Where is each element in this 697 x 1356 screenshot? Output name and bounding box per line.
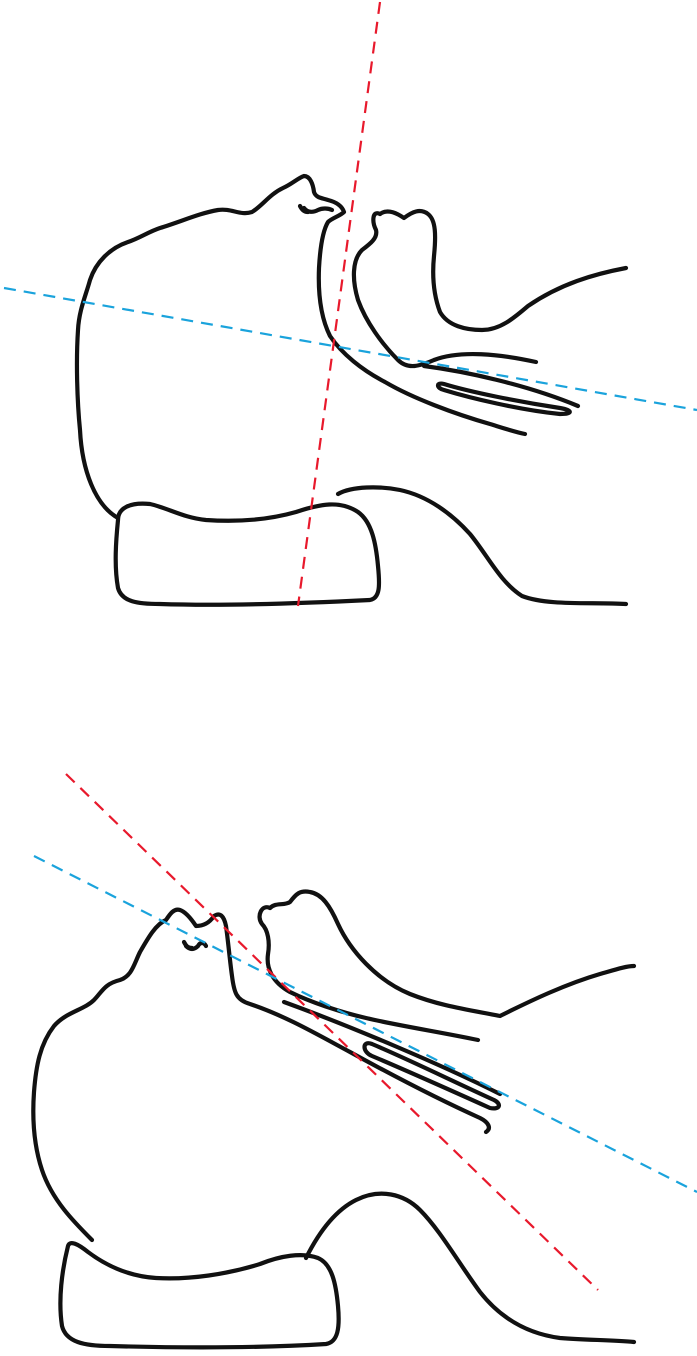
jaw-upper-outline (380, 211, 626, 330)
trachea-outline (365, 1043, 499, 1108)
extended-position-drawing (0, 680, 697, 1356)
head-outline (77, 176, 525, 518)
panel-extended-position (0, 680, 697, 1356)
panel-neutral-position (0, 0, 697, 680)
blue-dashed-axis (34, 856, 697, 1192)
tongue-outline (354, 213, 536, 366)
nose-detail (184, 942, 192, 948)
pillow-outline (116, 504, 379, 605)
neck-shoulder-outline (338, 487, 626, 604)
neck-shoulder-outline (306, 1194, 634, 1342)
red-dashed-axis (298, 2, 380, 606)
neutral-position-drawing (0, 0, 697, 680)
blue-dashed-axis (4, 288, 697, 410)
trachea-outline (438, 384, 570, 414)
red-dashed-axis (66, 774, 598, 1290)
jaw-upper-outline (270, 891, 634, 1016)
pillow-outline (60, 1243, 338, 1347)
